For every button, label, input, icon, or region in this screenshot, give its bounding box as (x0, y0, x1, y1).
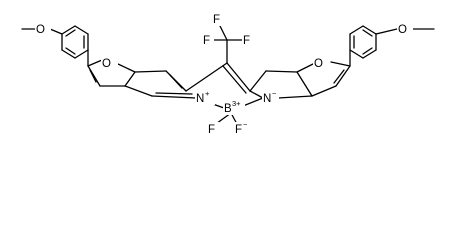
atom-f-cf3-3: F (213, 14, 220, 26)
atom-o-methoxy-left: O (36, 24, 45, 36)
bond-furan-left-2 (117, 63, 136, 73)
atom-o-furan-left: O (102, 58, 111, 70)
atom-n-right: N (263, 93, 271, 105)
bond-ring-right-5 (349, 25, 364, 35)
bond-furan-right-4 (311, 85, 337, 97)
bond-ring-left-1 (61, 25, 76, 35)
chemical-structure-diagram: O O F F F O O N + B 3+ N − F F − (21, 12, 435, 136)
bond-fused-right (296, 71, 313, 97)
bond-ring-right-4 (362, 25, 377, 35)
bond-meso-left (185, 62, 228, 92)
atom-f-boron-2: F (235, 124, 242, 136)
atom-f-boron-1: F (208, 124, 215, 136)
bond-pyrrole-left-1 (134, 70, 167, 73)
bond-furan-right-2 (330, 61, 351, 67)
bond-pyrrole-left-4 (151, 95, 197, 99)
charge-n-right: − (272, 89, 277, 98)
bond-furan-left-4 (87, 65, 101, 87)
bond-furan-left-double (89, 69, 97, 83)
bond-meso-right-double (222, 65, 247, 94)
bond-ring-left-2 (74, 25, 89, 35)
bond-pyrrole-left-double-2 (155, 92, 193, 95)
charge-boron: 3+ (232, 99, 241, 108)
bond-aryl-o-right (375, 28, 398, 35)
atom-labels: O O F F F O O N + B 3+ N − F F − (35, 12, 413, 136)
bond-furan-right-double (333, 69, 345, 84)
charge-f-boron-2: − (243, 120, 248, 129)
atom-boron: B (224, 103, 232, 115)
atom-o-furan-right: O (314, 58, 323, 70)
atom-o-methoxy-right: O (398, 24, 407, 36)
atom-n-left: N (196, 93, 204, 105)
bond-o-aryl-left (49, 28, 63, 35)
bond-fused-left (124, 71, 136, 87)
bond-pyrrole-left-3 (124, 85, 153, 97)
bond-ring-left-inner-3 (65, 47, 76, 55)
bond-ring-right-2 (362, 49, 377, 59)
charge-n-left: + (205, 89, 210, 98)
bond-furan-right-3 (335, 65, 351, 87)
bond-pyrrole-right-3 (265, 70, 298, 73)
atom-f-cf3-2: F (243, 35, 250, 47)
bond-ring-right-inner-2 (362, 29, 373, 37)
bond-pyrrole-right-2 (277, 95, 313, 99)
bond-ring-left-4 (74, 49, 89, 59)
bond-meso-right (226, 62, 251, 92)
bond-furan-left-1 (87, 59, 103, 67)
bond-ring-right-1 (349, 49, 364, 59)
bonds (21, 23, 435, 127)
bond-c-f3 (218, 23, 228, 41)
bond-pyrrole-left-double (169, 74, 183, 89)
bond-pyrrole-right-1 (249, 90, 264, 99)
bond-ring-right-inner-1 (362, 47, 373, 55)
bond-pyrrole-right-4 (249, 70, 267, 92)
bond-ring-left-inner-1 (65, 29, 76, 37)
bond-furan-right-1 (296, 63, 314, 73)
bond-ring-left-5 (61, 49, 76, 59)
atom-f-cf3-1: F (203, 35, 210, 47)
